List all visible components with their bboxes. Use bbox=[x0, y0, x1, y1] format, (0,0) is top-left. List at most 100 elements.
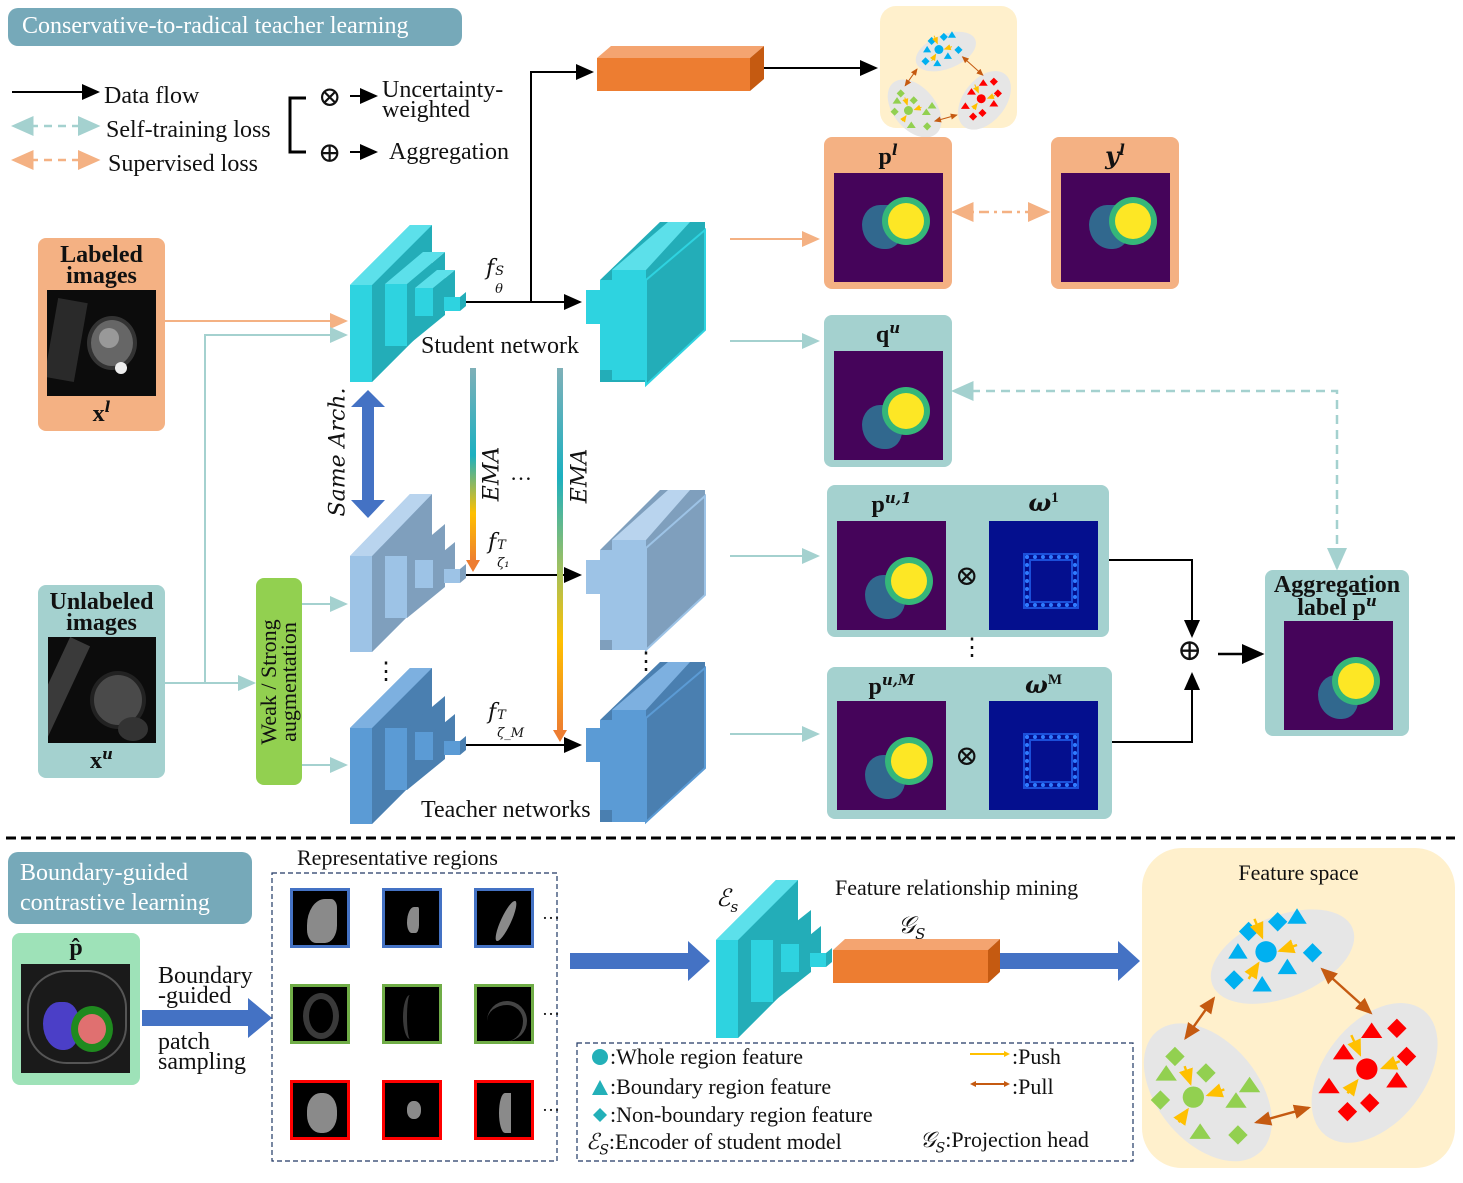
legend-bracket bbox=[288, 96, 306, 154]
legend-pull: :Pull bbox=[1012, 1074, 1054, 1099]
legend-data-flow-label: Data flow bbox=[104, 83, 200, 109]
sampling-label-4: sampling bbox=[158, 1049, 246, 1075]
sampling-label-3: patch bbox=[158, 1029, 210, 1055]
ema-bar-2 bbox=[557, 368, 563, 732]
legend-self-training-label: Self-training loss bbox=[106, 117, 271, 143]
contrastive-title-line2: contrastive learning bbox=[20, 890, 210, 916]
region-patch-red bbox=[290, 1080, 350, 1140]
aggregation-label-line2: label bbox=[1297, 595, 1347, 621]
q-u-card: qu bbox=[824, 315, 952, 467]
green-whole-feature bbox=[1182, 1086, 1205, 1108]
aggregation-label-line1: Aggregation bbox=[1273, 572, 1401, 598]
self-training-loss-arrow bbox=[951, 381, 1347, 571]
region-row-ellipsis: … bbox=[542, 903, 560, 923]
representative-regions-box bbox=[271, 872, 558, 1162]
region-row-ellipsis: … bbox=[542, 999, 560, 1019]
pull-arrow bbox=[1254, 1104, 1312, 1126]
section-title-contrastive: Boundary-guided contrastive learning bbox=[8, 852, 252, 924]
aggregation-label-card: Aggregation label pu bbox=[1265, 570, 1409, 736]
teacher-1-decoder bbox=[586, 490, 706, 653]
w1-uncertainty-map bbox=[989, 521, 1098, 630]
p-hat-label: p̂ bbox=[69, 935, 83, 961]
labeled-images-title-1: Labeled bbox=[60, 242, 143, 268]
aggregated-segmentation bbox=[1284, 621, 1393, 730]
region-patch-blue bbox=[474, 888, 534, 948]
boundary-region-triangle-icon bbox=[592, 1080, 608, 1095]
xu-var: x bbox=[90, 748, 103, 774]
region-shape bbox=[487, 1001, 527, 1041]
sampling-label-2: -guided bbox=[158, 983, 232, 1009]
teacher-m-encoder bbox=[350, 668, 466, 824]
section-title-teacher-learning: Conservative-to-radical teacher learning bbox=[8, 8, 462, 46]
non-boundary-diamond-icon bbox=[593, 1108, 607, 1122]
p-l-segmentation bbox=[834, 173, 943, 282]
legend-uncertainty-line2: weighted bbox=[382, 97, 470, 123]
p-l-sup: l bbox=[891, 141, 898, 159]
arrow-unlabeled-to-student bbox=[165, 327, 348, 684]
arrow-sampling bbox=[142, 998, 272, 1038]
p-u1-sup: u,1 bbox=[884, 489, 912, 507]
teacher-networks-label: Teacher networks bbox=[421, 797, 591, 823]
wm-uncertainty-map bbox=[989, 701, 1098, 810]
region-patch-green bbox=[382, 984, 442, 1044]
region-patch-red bbox=[474, 1080, 534, 1140]
p-u1-var: p bbox=[871, 492, 885, 518]
student-encoder bbox=[350, 225, 466, 382]
legend-projection: 𝒢S:Projection head bbox=[920, 1127, 1089, 1157]
p-hat-overlay-image bbox=[21, 964, 130, 1073]
projection-head-bottom bbox=[833, 939, 1000, 983]
legend-encoder: ℰS:Encoder of student model bbox=[586, 1129, 842, 1159]
blue-whole-feature bbox=[1255, 941, 1277, 963]
red-whole-feature bbox=[1356, 1058, 1378, 1080]
p-bar-var: p bbox=[1352, 595, 1366, 621]
unlabeled-images-title-1: Unlabeled bbox=[49, 589, 154, 615]
region-patch-red bbox=[382, 1080, 442, 1140]
unlabeled-images-title-2: images bbox=[66, 610, 137, 636]
q-u-sup: u bbox=[889, 319, 901, 337]
otimes-symbol: ⊗ bbox=[318, 82, 342, 113]
xl-var: x bbox=[92, 401, 105, 427]
unlabeled-mri-image bbox=[48, 637, 156, 743]
arrow-to-encoder bbox=[570, 941, 710, 981]
teacher-1-output-card: pu,1 ω1 ⊗ bbox=[827, 485, 1109, 637]
legend-push: :Push bbox=[1012, 1044, 1061, 1069]
y-l-var: y bbox=[1105, 141, 1120, 170]
teacher-ellipsis-left: ⋮ bbox=[374, 659, 398, 685]
xl-sup: l bbox=[104, 398, 111, 416]
mini-feature-space bbox=[880, 6, 1017, 128]
contrastive-title-line1: Boundary-guided bbox=[20, 860, 188, 886]
pull-arrow bbox=[1320, 967, 1373, 1015]
feature-space-graphic bbox=[1143, 908, 1438, 1162]
w1-sup: 1 bbox=[1051, 490, 1059, 506]
output-ellipsis: ⋮ bbox=[960, 635, 984, 661]
student-decoder bbox=[586, 222, 706, 388]
teacher-m-decoder bbox=[586, 662, 706, 825]
ema-bar-1 bbox=[470, 368, 476, 562]
encoder-bottom bbox=[716, 880, 832, 1038]
ema-ellipsis: … bbox=[510, 460, 532, 485]
p-hat-card: p̂ bbox=[12, 933, 140, 1085]
cluster-blue bbox=[1210, 909, 1355, 1004]
region-patch-green bbox=[474, 984, 534, 1044]
teacher-ellipsis-right: ⋮ bbox=[634, 649, 658, 675]
whole-region-circle-icon bbox=[592, 1049, 608, 1065]
oplus-symbol: ⊕ bbox=[318, 138, 342, 169]
sampling-label-1: Boundary bbox=[158, 963, 253, 989]
region-shape bbox=[307, 1093, 337, 1133]
legend-supervised-label: Supervised loss bbox=[108, 151, 258, 177]
feature-space-panel: Feature space bbox=[1142, 848, 1455, 1168]
legend-box-bottom bbox=[576, 1042, 1134, 1162]
cluster-green bbox=[1143, 1023, 1272, 1162]
pull-arrow bbox=[1184, 996, 1216, 1041]
labeled-images-card: Labeled images xl bbox=[38, 238, 165, 431]
region-shape bbox=[407, 907, 419, 933]
otimes-m: ⊗ bbox=[955, 741, 979, 772]
wm-var: ω bbox=[1024, 670, 1048, 699]
feature-relationship-mining-label: Feature relationship mining bbox=[835, 875, 1079, 900]
projection-label: 𝒢S bbox=[898, 911, 926, 943]
p-um-var: p bbox=[868, 674, 882, 700]
legend-whole-region: :Whole region feature bbox=[610, 1044, 804, 1069]
region-shape bbox=[403, 995, 417, 1039]
